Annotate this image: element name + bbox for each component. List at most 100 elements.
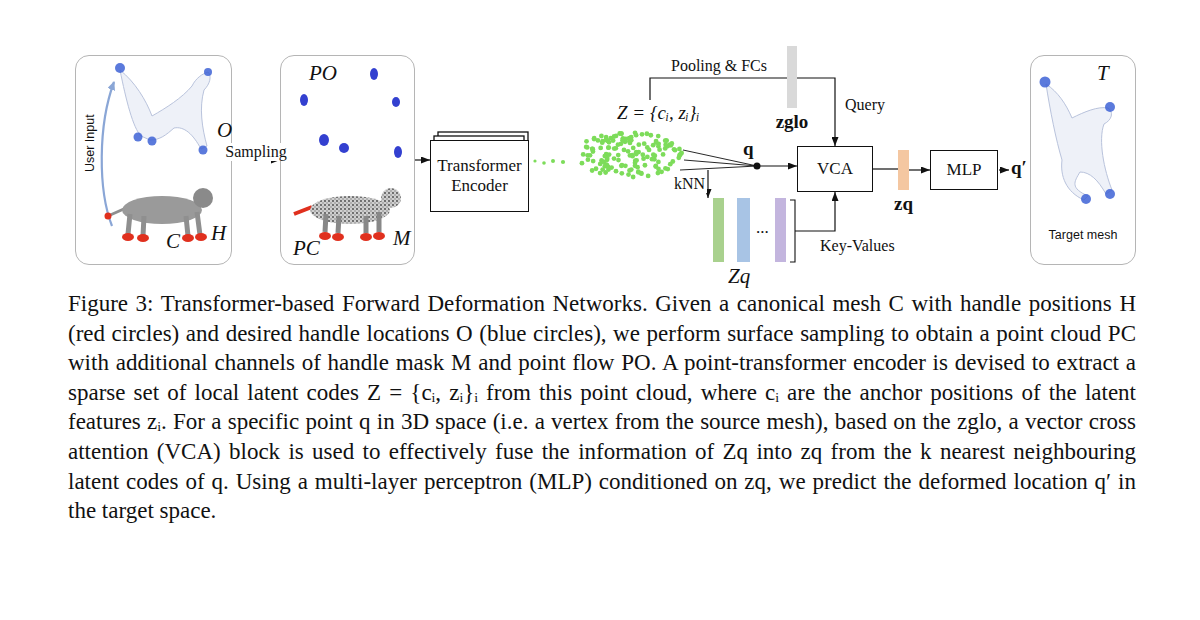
deformed-target bbox=[1046, 84, 1112, 200]
latent-point bbox=[600, 159, 605, 164]
node-text: T bbox=[1097, 61, 1109, 85]
latent-point bbox=[626, 172, 631, 177]
latent-point bbox=[600, 140, 605, 145]
fused-code-bar bbox=[898, 150, 909, 190]
attention-box: VCA bbox=[797, 146, 873, 192]
latent-point bbox=[598, 146, 603, 151]
edge-label: Key-Values bbox=[818, 237, 897, 255]
latent-point bbox=[604, 138, 609, 143]
latent-point bbox=[654, 140, 659, 145]
latent-point bbox=[647, 148, 652, 153]
latent-point bbox=[665, 167, 670, 172]
latent-point bbox=[656, 167, 661, 172]
latent-point bbox=[596, 138, 601, 143]
latent-point bbox=[598, 171, 603, 176]
latent-codes: Z = {cᵢ, zᵢ}ᵢq bbox=[555, 100, 760, 170]
latent-point bbox=[636, 169, 641, 174]
deformed-mesh bbox=[120, 70, 210, 149]
latent-point bbox=[561, 160, 565, 164]
latent-point bbox=[616, 158, 621, 163]
latent-point bbox=[533, 159, 536, 162]
global-code: zglo bbox=[787, 46, 797, 108]
latent-point bbox=[626, 149, 631, 154]
latent-point bbox=[631, 146, 636, 151]
point-cloud-panel: PO PC M bbox=[280, 55, 415, 265]
latent-point bbox=[591, 159, 596, 164]
handle-positions bbox=[105, 213, 208, 243]
connector bbox=[909, 169, 930, 170]
latent-point bbox=[614, 134, 619, 139]
latent-code-cloud bbox=[526, 130, 684, 179]
latent-point bbox=[619, 171, 624, 176]
latent-point bbox=[622, 148, 627, 153]
latent-point bbox=[606, 145, 611, 150]
latent-point bbox=[634, 133, 639, 138]
latent-point bbox=[636, 170, 641, 175]
user-input-illustration bbox=[102, 63, 213, 242]
encoder-box: Transformer Encoder bbox=[430, 140, 529, 212]
handle-mask bbox=[319, 232, 385, 241]
connector bbox=[415, 159, 430, 160]
target-panel: T Target mesh bbox=[1030, 55, 1136, 265]
bracket bbox=[790, 200, 800, 262]
latent-point bbox=[644, 131, 649, 136]
latent-point bbox=[590, 168, 595, 173]
latent-point bbox=[646, 174, 651, 179]
latent-point bbox=[664, 138, 669, 143]
node-text: Transformer Encoder bbox=[435, 156, 524, 195]
node-text: PC bbox=[293, 236, 320, 260]
latent-point bbox=[633, 163, 638, 168]
latent-point bbox=[614, 169, 619, 174]
latent-point bbox=[619, 131, 624, 136]
latent-point bbox=[619, 131, 624, 136]
fused-code: zq bbox=[898, 150, 909, 190]
latent-point bbox=[591, 149, 596, 154]
latent-point bbox=[661, 152, 666, 157]
latent-point bbox=[611, 138, 616, 143]
node-text: MLP bbox=[947, 160, 982, 180]
latent-point bbox=[599, 134, 604, 139]
latent-point bbox=[616, 153, 621, 158]
latent-point bbox=[656, 134, 661, 139]
latent-point bbox=[631, 175, 636, 180]
node-text: q bbox=[743, 138, 754, 160]
latent-point bbox=[643, 163, 648, 168]
latent-point bbox=[586, 157, 591, 162]
node-text: Zq bbox=[728, 264, 750, 288]
node-text: PO bbox=[309, 61, 337, 85]
node-text: Target mesh bbox=[1031, 228, 1135, 242]
latent-point bbox=[606, 165, 611, 170]
latent-point bbox=[604, 137, 609, 142]
mlp-box: MLP bbox=[930, 150, 998, 190]
latent-point bbox=[542, 161, 546, 165]
point-cloud-illustration bbox=[294, 68, 402, 241]
latent-point bbox=[629, 135, 634, 140]
stippled-mesh bbox=[294, 188, 401, 241]
node-text: H bbox=[211, 221, 226, 245]
latent-point bbox=[640, 132, 645, 137]
latent-point bbox=[581, 152, 586, 157]
latent-point bbox=[580, 161, 585, 166]
target-handles bbox=[115, 63, 212, 155]
connector bbox=[650, 78, 787, 100]
latent-point bbox=[612, 156, 617, 161]
node-text: zq bbox=[894, 193, 913, 215]
target-mesh-illustration bbox=[1040, 77, 1116, 205]
latent-point bbox=[656, 159, 661, 164]
neighbour-codes: ...Zq bbox=[710, 198, 800, 288]
latent-point bbox=[630, 153, 635, 158]
connector bbox=[760, 165, 797, 166]
node-text: M bbox=[393, 226, 411, 250]
connector bbox=[800, 192, 835, 231]
node-text: O bbox=[217, 118, 232, 142]
latent-point bbox=[607, 152, 612, 157]
latent-point bbox=[657, 147, 662, 152]
connector bbox=[873, 168, 898, 169]
output-label: q′ bbox=[1011, 157, 1027, 179]
neighbour-code-bars bbox=[713, 198, 800, 262]
connector bbox=[707, 170, 708, 198]
canonical-mesh bbox=[105, 188, 214, 242]
user-input-arrow bbox=[102, 82, 114, 226]
latent-point bbox=[677, 147, 682, 152]
latent-point bbox=[636, 142, 641, 147]
